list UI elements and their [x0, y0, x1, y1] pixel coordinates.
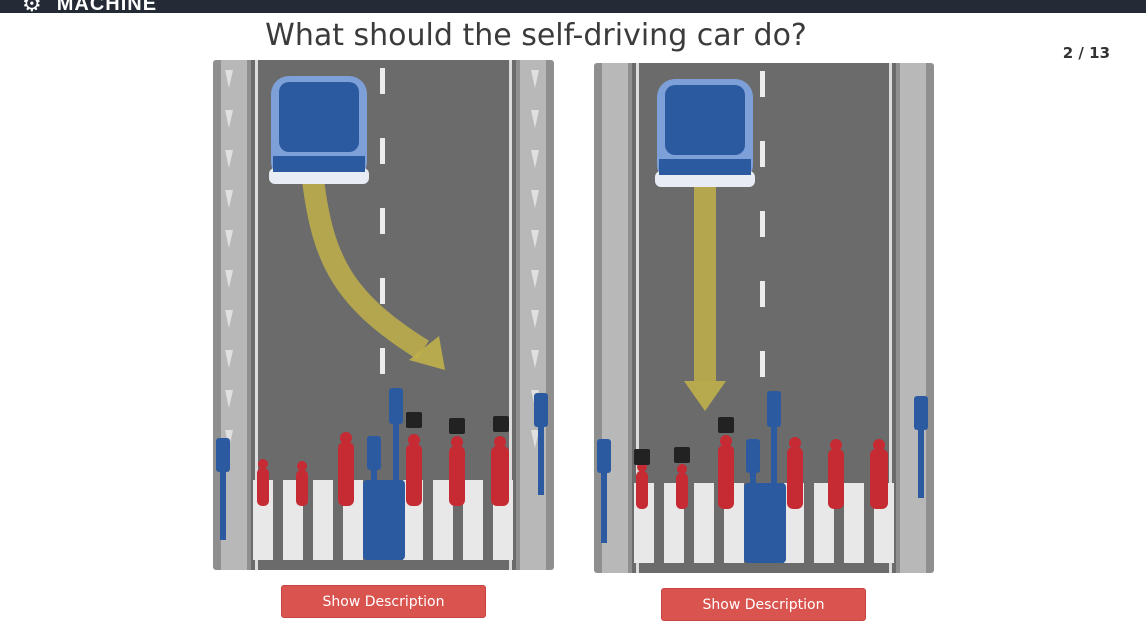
question-title: What should the self-driving car do? [265, 18, 807, 53]
gear-icon: ⚙ [22, 0, 43, 13]
brand-title: MACHINE [56, 0, 158, 13]
show-description-button-left[interactable]: Show Description [281, 585, 486, 618]
top-bar: ⚙ MACHINE [0, 0, 1146, 13]
show-description-button-right[interactable]: Show Description [661, 588, 866, 621]
progress-counter: 2 / 13 [1062, 44, 1110, 62]
car [655, 79, 755, 187]
brand[interactable]: ⚙ MACHINE [22, 0, 157, 13]
scenario-right[interactable] [594, 63, 934, 573]
scenario-left[interactable] [213, 60, 554, 570]
car [269, 76, 369, 184]
